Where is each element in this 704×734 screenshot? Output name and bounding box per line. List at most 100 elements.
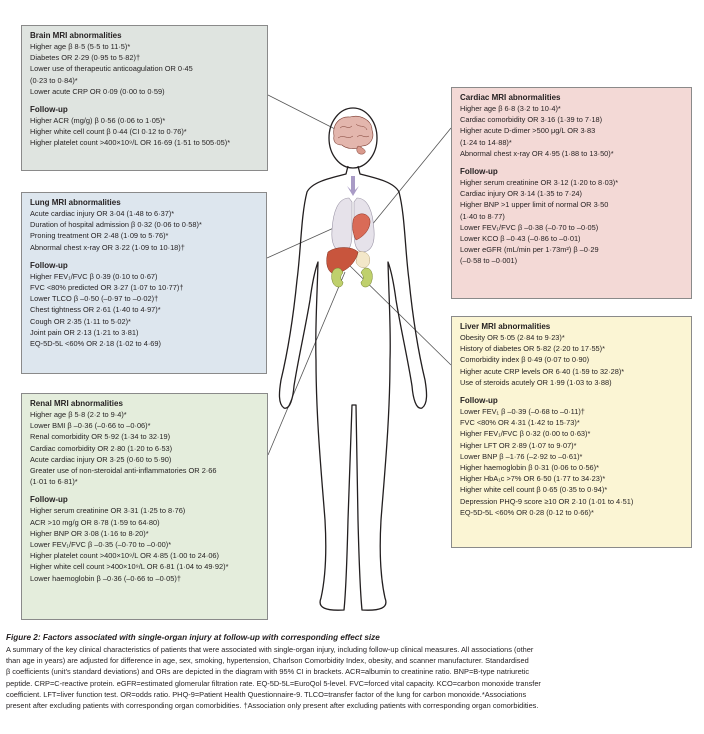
lung-item: Abnormal chest x-ray OR 3·22 (1·09 to 10… — [30, 242, 185, 252]
cardiac-followup-title: Follow-up — [460, 167, 498, 177]
caption-title: Figure 2: Factors associated with single… — [6, 633, 380, 642]
renal-item: Lower BMI β –0·36 (–0·66 to –0·06)* — [30, 421, 151, 431]
lung-followup-item: Joint pain OR 2·13 (1·21 to 3·81) — [30, 327, 139, 337]
cardiac-item: Cardiac comorbidity OR 3·16 (1·39 to 7·1… — [460, 115, 603, 125]
renal-followup-item: Lower FEV₁/FVC β –0·35 (–0·70 to –0·00)* — [30, 540, 172, 550]
renal-item: Cardiac comorbidity OR 2·80 (1·20 to 6·5… — [30, 443, 173, 453]
brain-box-title: Brain MRI abnormalities — [30, 31, 122, 40]
renal-followup-item: Higher white cell count >400×10⁹/L OR 6·… — [30, 562, 229, 572]
trachea-icon — [347, 176, 359, 196]
caption-line: β coefficients (unit's standard deviatio… — [6, 667, 530, 677]
brain-item: Lower acute CRP OR 0·09 (0·00 to 0·59) — [30, 86, 165, 96]
liver-item: Use of steroids acutely OR 1·99 (1·03 to… — [460, 377, 612, 387]
left-kidney-icon — [331, 267, 344, 288]
brain-icon — [333, 115, 374, 149]
brain-item: Higher age β 8·5 (5·5 to 11·5)* — [30, 42, 131, 51]
cardiac-followup-item: Lower eGFR (mL/min per 1·73m²) β –0·29 — [460, 245, 599, 255]
cardiac-box-title: Cardiac MRI abnormalities — [460, 93, 561, 102]
liver-followup-item: FVC <80% OR 4·31 (1·42 to 15·73)* — [460, 418, 580, 428]
cardiac-followup-item: Cardiac injury OR 3·14 (1·35 to 7·24) — [460, 189, 582, 199]
caption-line: than age in years) are adjusted for diff… — [6, 656, 529, 666]
renal-mri-box: Renal MRI abnormalities Higher age β 5·8… — [21, 393, 268, 620]
renal-item: (1·01 to 6·81)* — [30, 477, 78, 487]
brain-item: Diabetes OR 2·29 (0·95 to 5·82)† — [30, 53, 141, 63]
renal-box-title: Renal MRI abnormalities — [30, 399, 123, 408]
connector-cardiac — [370, 127, 452, 227]
cardiac-followup-item: Lower KCO β –0·43 (–0·86 to –0·01) — [460, 234, 581, 244]
cerebellum — [356, 145, 366, 155]
cardiac-followup-item: Higher BNP >1 upper limit of normal OR 3… — [460, 200, 609, 210]
liver-followup-item: Higher LFT OR 2·89 (1·07 to 9·07)* — [460, 440, 577, 450]
lung-followup-item: Lower TLCO β –0·50 (–0·97 to –0·02)† — [30, 294, 159, 304]
brain-followup-title: Follow-up — [30, 105, 68, 115]
brain-followup-item: Higher platelet count >400×10⁹/L OR 16·6… — [30, 138, 231, 148]
cardiac-mri-box: Cardiac MRI abnormalities Higher age β 6… — [451, 87, 692, 299]
left-lung-icon — [331, 197, 353, 253]
liver-box-title: Liver MRI abnormalities — [460, 322, 551, 331]
lung-item: Duration of hospital admission β 0·32 (0… — [30, 220, 202, 230]
lung-followup-item: Higher FEV₁/FVC β 0·39 (0·10 to 0·67) — [30, 271, 158, 281]
liver-followup-item: Lower BNP β –1·76 (–2·92 to –0·61)* — [460, 451, 583, 461]
connector-renal — [267, 271, 346, 456]
cardiac-followup-item: Lower FEV₁/FVC β –0·38 (–0·70 to –0·05) — [460, 222, 599, 232]
body-outline — [278, 165, 428, 611]
liver-icon — [326, 247, 359, 275]
lung-mri-box: Lung MRI abnormalities Acute cardiac inj… — [21, 192, 267, 374]
brain-folds — [337, 123, 370, 139]
renal-item: Acute cardiac injury OR 3·25 (0·60 to 5·… — [30, 454, 172, 464]
heart-icon — [352, 213, 371, 241]
lung-item: Acute cardiac injury OR 3·04 (1·48 to 6·… — [30, 209, 175, 218]
brain-item: (0·23 to 0·84)* — [30, 75, 78, 85]
renal-followup-item: Higher serum creatinine OR 3·31 (1·25 to… — [30, 506, 186, 516]
brain-mri-box: Brain MRI abnormalities Higher age β 8·5… — [21, 25, 268, 171]
liver-item: Obesity OR 5·05 (2·84 to 9·23)* — [460, 333, 565, 342]
lung-followup-item: Cough OR 2·35 (1·11 to 5·02)* — [30, 316, 131, 326]
connector-brain — [267, 94, 338, 131]
liver-followup-item: EQ-5D-5L <60% OR 0·28 (0·12 to 0·66)* — [460, 507, 594, 517]
renal-followup-title: Follow-up — [30, 495, 68, 505]
liver-followup-item: Higher FEV₁/FVC β 0·32 (0·00 to 0·63)* — [460, 429, 591, 439]
lung-followup-title: Follow-up — [30, 260, 68, 270]
liver-followup-item: Higher white cell count β 0·65 (0·35 to … — [460, 485, 608, 495]
cardiac-followup-item: Higher serum creatinine OR 3·12 (1·20 to… — [460, 178, 619, 188]
renal-item: Renal comorbidity OR 5·92 (1·34 to 32·19… — [30, 432, 171, 442]
figure-caption: Figure 2: Factors associated with single… — [6, 632, 700, 711]
cardiac-item: Higher age β 6·8 (3·2 to 10·4)* — [460, 104, 561, 113]
liver-item: Higher acute CRP levels OR 6·40 (1·59 to… — [460, 366, 625, 376]
liver-followup-item: Higher haemoglobin β 0·31 (0·06 to 0·56)… — [460, 463, 600, 473]
cardiac-item: (1·24 to 14·88)* — [460, 137, 512, 147]
liver-followup-item: Higher HbA₁c >7% OR 6·50 (1·77 to 34·23)… — [460, 474, 606, 484]
renal-followup-item: Higher BNP OR 3·08 (1·16 to 8·20)* — [30, 528, 149, 538]
cardiac-followup-item: (–0·58 to –0·001) — [460, 256, 518, 266]
renal-followup-item: Higher platelet count >400×10⁹/L OR 4·85… — [30, 551, 220, 561]
renal-item: Greater use of non-steroidal anti-inflam… — [30, 466, 217, 476]
cardiac-followup-item: (1·40 to 8·77) — [460, 211, 505, 221]
renal-followup-item: Lower haemoglobin β –0·36 (–0·66 to –0·0… — [30, 573, 181, 583]
caption-line: peptide. CRP=C-reactive protein. eGFR=es… — [6, 678, 541, 688]
lung-followup-item: EQ-5D-5L <60% OR 2·18 (1·02 to 4·69) — [30, 339, 161, 349]
liver-item: Comorbidity index β 0·49 (0·07 to 0·90) — [460, 355, 590, 365]
lung-followup-item: Chest tightness OR 2·61 (1·40 to 4·97)* — [30, 305, 161, 315]
lung-followup-item: FVC <80% predicted OR 3·27 (1·07 to 10·7… — [30, 283, 184, 293]
stomach-icon — [355, 251, 370, 268]
liver-followup-title: Follow-up — [460, 396, 498, 406]
right-kidney-icon — [360, 267, 373, 288]
brain-followup-item: Higher white cell count β 0·44 (CI 0·12 … — [30, 127, 187, 137]
cardiac-item: Higher acute D-dimer >500 μg/L OR 3·83 — [460, 126, 596, 136]
renal-followup-item: ACR >10 mg/g OR 8·78 (1·59 to 64·80) — [30, 517, 160, 527]
lung-item: Proning treatment OR 2·48 (1·09 to 5·76)… — [30, 231, 169, 241]
caption-line: present after excluding patients with co… — [6, 701, 539, 711]
body-diagram — [266, 94, 452, 611]
liver-followup-item: Lower FEV₁ β –0·39 (–0·68 to –0·11)† — [460, 407, 585, 417]
liver-mri-box: Liver MRI abnormalities Obesity OR 5·05 … — [451, 316, 692, 548]
brain-followup-item: Higher ACR (mg/g) β 0·56 (0·06 to 1·05)* — [30, 116, 166, 126]
caption-line: coefficient. LFT=liver function test. OR… — [6, 689, 527, 699]
liver-followup-item: Depression PHQ-9 score ≥10 OR 2·10 (1·01… — [460, 496, 634, 506]
cardiac-item: Abnormal chest x-ray OR 4·95 (1·88 to 13… — [460, 148, 614, 158]
head-outline — [328, 107, 378, 169]
renal-item: Higher age β 5·8 (2·2 to 9·4)* — [30, 410, 127, 419]
liver-item: History of diabetes OR 5·82 (2·20 to 17·… — [460, 344, 606, 354]
lung-box-title: Lung MRI abnormalities — [30, 198, 121, 207]
caption-line: A summary of the key clinical characteri… — [6, 645, 534, 654]
